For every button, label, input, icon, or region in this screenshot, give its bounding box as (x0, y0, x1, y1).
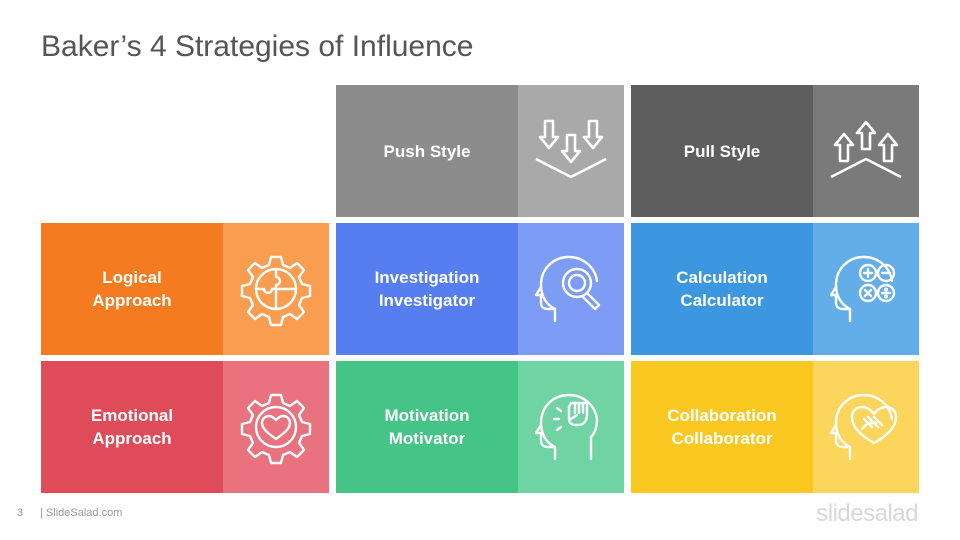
icon-cell (223, 361, 329, 493)
slide-title: Baker’s 4 Strategies of Influence (41, 30, 474, 63)
card-pull-style: Pull Style (631, 85, 919, 217)
card-label: Push Style (383, 141, 471, 161)
head-handshake-icon (829, 393, 898, 461)
arrows-up-icon (830, 120, 902, 179)
icon-cell (813, 85, 919, 217)
page-number: 3 (17, 507, 24, 519)
card-label: Pull Style (683, 141, 761, 161)
card-calculation: Calculation Calculator (631, 223, 919, 355)
icon-cell (518, 361, 624, 493)
icon-cell (518, 85, 624, 217)
icon-cell (813, 361, 919, 493)
brand-logo: slidesalad (816, 500, 918, 527)
card-collaboration: Collaboration Collaborator (631, 361, 919, 493)
card-push-style: Push Style (336, 85, 624, 217)
card-label: Emotional Approach (90, 406, 174, 448)
head-math-icon (829, 255, 896, 323)
arrows-down-icon (535, 119, 607, 179)
head-fist-icon (534, 393, 599, 461)
card-logical-approach: Logical Approach (41, 223, 329, 355)
card-emotional-approach: Emotional Approach (41, 361, 329, 493)
card-label: Motivation Motivator (384, 406, 470, 448)
puzzle-gear-icon (240, 255, 312, 327)
footer-site-link[interactable]: | SlideSalad.com (40, 507, 123, 519)
card-label: Calculation Calculator (676, 268, 768, 310)
card-motivation: Motivation Motivator (336, 361, 624, 493)
card-label: Collaboration Collaborator (667, 406, 777, 448)
heart-gear-icon (240, 393, 312, 465)
icon-cell (813, 223, 919, 355)
icon-cell (518, 223, 624, 355)
icon-cell (223, 223, 329, 355)
head-magnifier-icon (534, 255, 601, 323)
card-label: Investigation Investigator (374, 268, 480, 310)
card-investigation: Investigation Investigator (336, 223, 624, 355)
card-label: Logical Approach (92, 268, 172, 310)
